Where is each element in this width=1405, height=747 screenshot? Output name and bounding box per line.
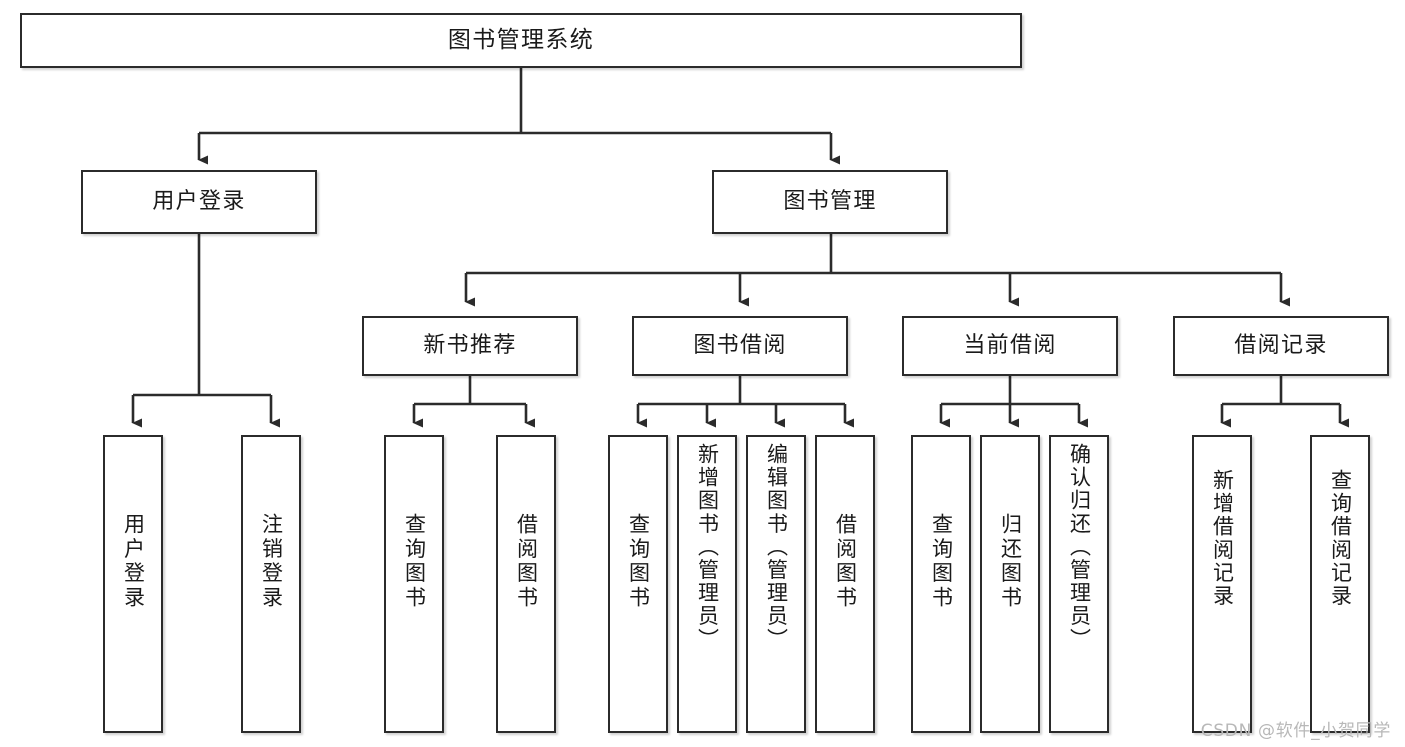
node-borrow-record[interactable]: 借阅记录 xyxy=(1173,316,1389,376)
leaf-record-add-record[interactable]: 新增借阅记录 xyxy=(1192,435,1252,733)
node-root-system[interactable]: 图书管理系统 xyxy=(20,13,1022,68)
node-book-borrow[interactable]: 图书借阅 xyxy=(632,316,848,376)
node-label: 新增借阅记录 xyxy=(1210,469,1235,608)
node-label: 编辑图书（管理员） xyxy=(764,443,789,651)
leaf-borrow-borrow-book[interactable]: 借阅图书 xyxy=(815,435,875,733)
node-label: 图书借阅 xyxy=(693,333,787,359)
node-label: 查询图书 xyxy=(402,513,427,611)
leaf-borrow-edit-book-admin[interactable]: 编辑图书（管理员） xyxy=(746,435,806,733)
leaf-current-query-book[interactable]: 查询图书 xyxy=(911,435,971,733)
leaf-recommend-query-book[interactable]: 查询图书 xyxy=(384,435,444,733)
node-label: 借阅记录 xyxy=(1234,333,1328,359)
watermark-text: CSDN @软件_小贺同学 xyxy=(1200,721,1391,741)
node-label: 注销登录 xyxy=(259,513,284,611)
node-label: 查询图书 xyxy=(626,513,651,611)
node-book-management[interactable]: 图书管理 xyxy=(712,170,948,234)
node-label: 确认归还（管理员） xyxy=(1067,443,1092,651)
node-label: 用户登录 xyxy=(121,513,146,611)
node-label: 查询图书 xyxy=(929,513,954,611)
node-label: 图书管理 xyxy=(783,189,877,215)
node-label: 新书推荐 xyxy=(423,333,517,359)
node-label: 当前借阅 xyxy=(963,333,1057,359)
leaf-current-confirm-return-admin[interactable]: 确认归还（管理员） xyxy=(1049,435,1109,733)
leaf-recommend-borrow-book[interactable]: 借阅图书 xyxy=(496,435,556,733)
leaf-borrow-add-book-admin[interactable]: 新增图书（管理员） xyxy=(677,435,737,733)
node-user-login[interactable]: 用户登录 xyxy=(81,170,317,234)
node-label: 借阅图书 xyxy=(514,513,539,611)
node-label: 归还图书 xyxy=(998,513,1023,611)
leaf-user-login-signin[interactable]: 用户登录 xyxy=(103,435,163,733)
node-new-book-recommend[interactable]: 新书推荐 xyxy=(362,316,578,376)
leaf-record-query-record[interactable]: 查询借阅记录 xyxy=(1310,435,1370,733)
node-label: 借阅图书 xyxy=(833,513,858,611)
leaf-borrow-query-book[interactable]: 查询图书 xyxy=(608,435,668,733)
leaf-current-return-book[interactable]: 归还图书 xyxy=(980,435,1040,733)
node-label: 新增图书（管理员） xyxy=(695,443,720,651)
node-current-borrow[interactable]: 当前借阅 xyxy=(902,316,1118,376)
node-label: 图书管理系统 xyxy=(447,26,595,53)
leaf-user-login-signout[interactable]: 注销登录 xyxy=(241,435,301,733)
node-label: 查询借阅记录 xyxy=(1328,469,1353,608)
node-label: 用户登录 xyxy=(152,189,246,215)
